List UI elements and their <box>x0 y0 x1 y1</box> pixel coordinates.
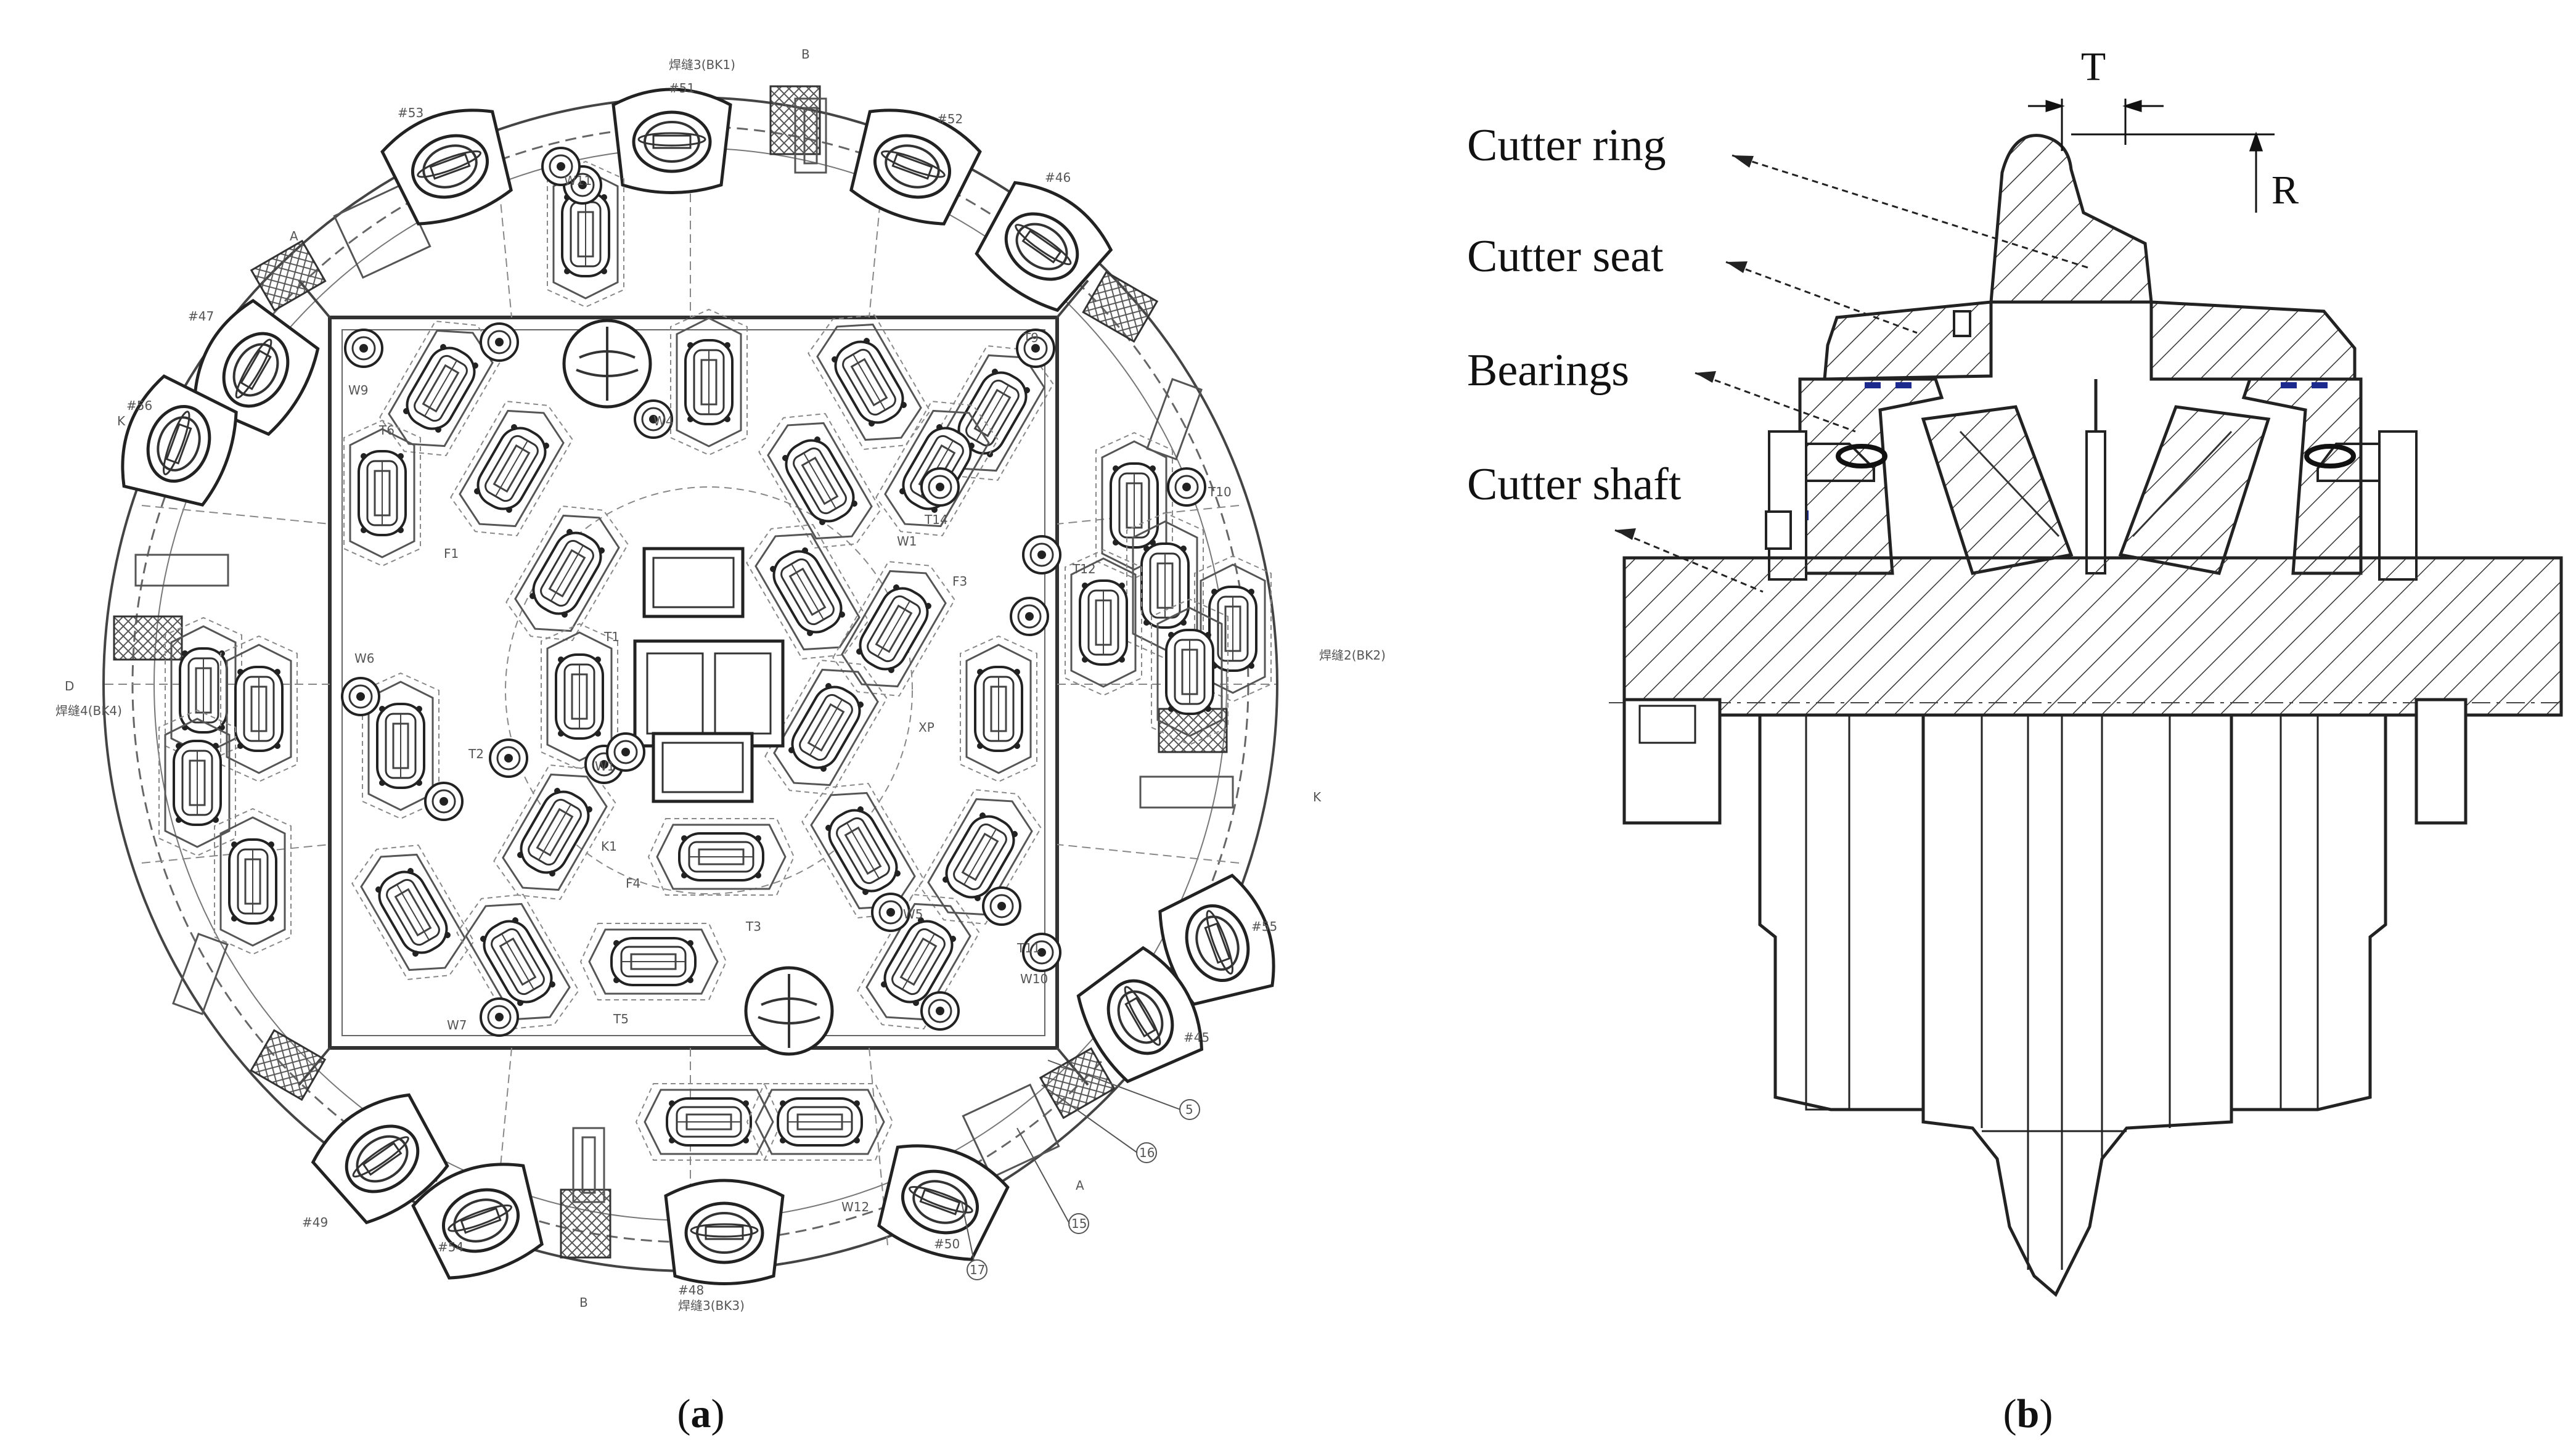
panel-b-caption: (b) <box>2003 1391 2053 1436</box>
label-w1-right: W1 <box>897 534 917 549</box>
drawing-annotations: 焊缝3(BK1) 焊缝2(BK2) 焊缝4(BK4) 焊缝3(BK3) #53 … <box>55 47 1386 1313</box>
retainer-bolt <box>1765 510 1792 550</box>
leader-lines <box>1614 154 2090 593</box>
central-square-frame <box>328 316 1059 1050</box>
bearing-left-axis <box>1959 430 2060 538</box>
label-t3: T3 <box>745 919 761 934</box>
label-tool-54: #54 <box>438 1240 464 1254</box>
label-section-d: D <box>65 679 74 693</box>
label-w1-left: W1 <box>595 759 615 774</box>
panel-b-disc-cutter-section: T R Cutter ring Cutter seat Bearings Cut… <box>1467 44 2564 1436</box>
label-tool-45: #45 <box>1184 1030 1209 1045</box>
label-f3: F3 <box>952 574 967 589</box>
hub-left-section <box>1798 377 1944 575</box>
label-section-b-top: B <box>801 47 810 62</box>
spacer-ring <box>2085 430 2106 575</box>
label-k1: K1 <box>601 839 617 854</box>
left-cap <box>1768 430 1807 581</box>
label-w12: W12 <box>841 1200 869 1214</box>
callout-cutter-ring: Cutter ring <box>1467 120 1666 171</box>
label-t10: T10 <box>1208 485 1232 499</box>
label-t1: T1 <box>603 629 619 644</box>
callout-bearings: Bearings <box>1467 345 1629 396</box>
cutter-shaft-section <box>1622 556 2563 717</box>
label-section-a-top: A <box>290 229 298 243</box>
label-w5: W5 <box>903 907 923 922</box>
label-xp: XP <box>918 720 934 735</box>
dimension-t-label: T <box>2081 44 2106 89</box>
diag-tr <box>1056 279 1089 319</box>
center-dashed-circle <box>505 486 913 894</box>
leader-arrowheads <box>1615 155 1754 540</box>
label-w11: W11 <box>564 173 592 188</box>
label-w10: W10 <box>1020 971 1048 986</box>
label-tool-46: #46 <box>1045 170 1071 185</box>
right-cap <box>2378 430 2418 581</box>
label-t14: T14 <box>924 512 948 527</box>
right-seal-coil <box>2304 444 2356 468</box>
cutter-seat-section <box>1823 300 2357 381</box>
label-weld-left: 焊缝4(BK4) <box>55 703 122 718</box>
dimension-t <box>2028 99 2164 151</box>
label-tool-48: #48 <box>678 1283 704 1298</box>
label-t11: T11 <box>1016 941 1041 955</box>
label-t5: T5 <box>613 1012 629 1026</box>
label-weld-right: 焊缝2(BK2) <box>1319 648 1386 663</box>
label-t9: T9 <box>1023 330 1039 345</box>
label-w9: W9 <box>348 383 369 398</box>
hub-right-section <box>2241 377 2363 575</box>
callout-cutter-shaft: Cutter shaft <box>1467 459 1682 510</box>
label-tool-53: #53 <box>398 105 423 120</box>
label-tool-56: #56 <box>126 398 152 413</box>
label-tool-52: #52 <box>937 112 963 126</box>
label-tool-49: #49 <box>302 1215 328 1230</box>
label-tool-55: #55 <box>1251 919 1277 934</box>
callout-cutter-seat: Cutter seat <box>1467 231 1664 282</box>
lower-body-elevation <box>1622 698 2468 1297</box>
left-seal-coil <box>1836 444 1887 468</box>
label-section-b-bottom: B <box>579 1295 588 1310</box>
balloon-16: 16 <box>1139 1145 1155 1160</box>
panel-a-cutterhead-drawing: 焊缝3(BK1) 焊缝2(BK2) 焊缝4(BK4) 焊缝3(BK3) #53 … <box>55 47 1386 1436</box>
label-weld-top: 焊缝3(BK1) <box>669 57 735 72</box>
balloon-15: 15 <box>1071 1216 1087 1231</box>
label-f1: F1 <box>444 546 459 561</box>
bearing-right <box>2118 405 2271 575</box>
bearing-left <box>1921 405 2074 575</box>
panel-a-caption: (a) <box>677 1391 725 1436</box>
label-tool-47: #47 <box>188 309 214 324</box>
label-t2: T2 <box>468 746 484 761</box>
foam-nozzle-circles <box>562 319 834 1056</box>
bearing-right-axis <box>2132 430 2233 538</box>
seat-key <box>1953 310 1971 337</box>
label-section-k-right: K <box>1313 790 1322 804</box>
label-section-k-left: K <box>117 414 126 428</box>
label-w4: W4 <box>653 414 674 428</box>
bucket-openings <box>134 97 1234 1203</box>
dimension-r-label: R <box>2271 168 2299 213</box>
label-w6: W6 <box>354 651 375 666</box>
dimension-r <box>2071 131 2275 213</box>
label-tool-50: #50 <box>934 1237 960 1251</box>
label-section-a-bottom: A <box>1076 1178 1084 1193</box>
balloon-callouts <box>961 1060 1200 1280</box>
label-t12: T12 <box>1072 562 1096 576</box>
label-tool-51: #51 <box>669 81 695 96</box>
label-f4: F4 <box>626 876 640 891</box>
cutter-ring-section <box>1989 134 2153 304</box>
label-w7: W7 <box>447 1018 467 1033</box>
center-cutter-block <box>633 547 785 803</box>
balloon-5: 5 <box>1185 1102 1193 1117</box>
label-weld-bottom: 焊缝3(BK3) <box>678 1298 745 1313</box>
label-t6: T6 <box>378 423 395 438</box>
balloon-17: 17 <box>970 1262 985 1277</box>
central-square-inner <box>341 329 1045 1036</box>
